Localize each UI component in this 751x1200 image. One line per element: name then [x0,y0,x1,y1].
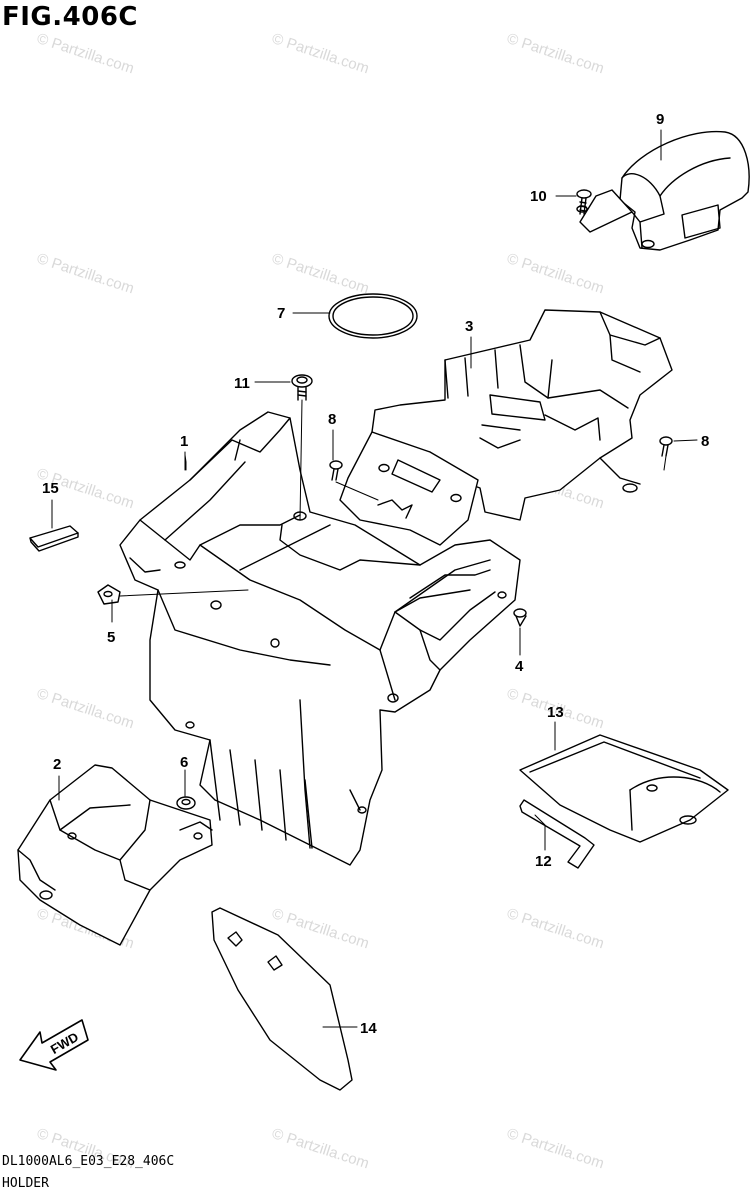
callout-10: 10 [530,188,547,205]
callout-14: 14 [360,1020,377,1037]
callout-13: 13 [547,704,564,721]
callout-3: 3 [465,318,473,335]
part-8-screw-left [329,460,343,481]
part-14-plate [211,907,353,1091]
footer-name: HOLDER [2,1176,49,1191]
callout-7: 7 [277,305,285,322]
fwd-arrow-icon: FWD [19,1019,89,1071]
part-15-pad [29,525,79,552]
callout-1: 1 [180,433,188,450]
part-8-screw-right [659,436,673,457]
leader-lines [51,129,698,1028]
part-6-grommet [176,796,196,810]
callout-15: 15 [42,480,59,497]
part-3-plate [339,431,479,546]
callout-11: 11 [234,375,250,392]
part-5-nut [97,584,121,605]
callout-9: 9 [656,111,664,128]
callouts: 1 2 3 4 5 6 7 8 8 9 10 11 12 13 14 15 [42,111,709,1037]
part-12-hex-wrench [519,799,595,869]
callout-8-right: 8 [701,433,709,450]
callout-6: 6 [180,754,188,771]
callout-2: 2 [53,756,61,773]
part-7-ring [328,293,418,339]
callout-4: 4 [515,658,524,675]
part-10-screw [576,189,592,215]
figure-title: FIG.406C [2,2,139,32]
part-13-tray [519,734,729,843]
part-9-cover [576,130,750,251]
part-2-box [17,764,213,946]
part-11-bolt [291,374,313,401]
part-4-bolt [513,608,527,627]
callout-12: 12 [535,853,552,870]
callout-8-left: 8 [328,411,336,428]
footer-code: DL1000AL6_E03_E28_406C [2,1154,175,1169]
part-1-rear-fender [119,411,521,866]
callout-5: 5 [107,629,115,646]
